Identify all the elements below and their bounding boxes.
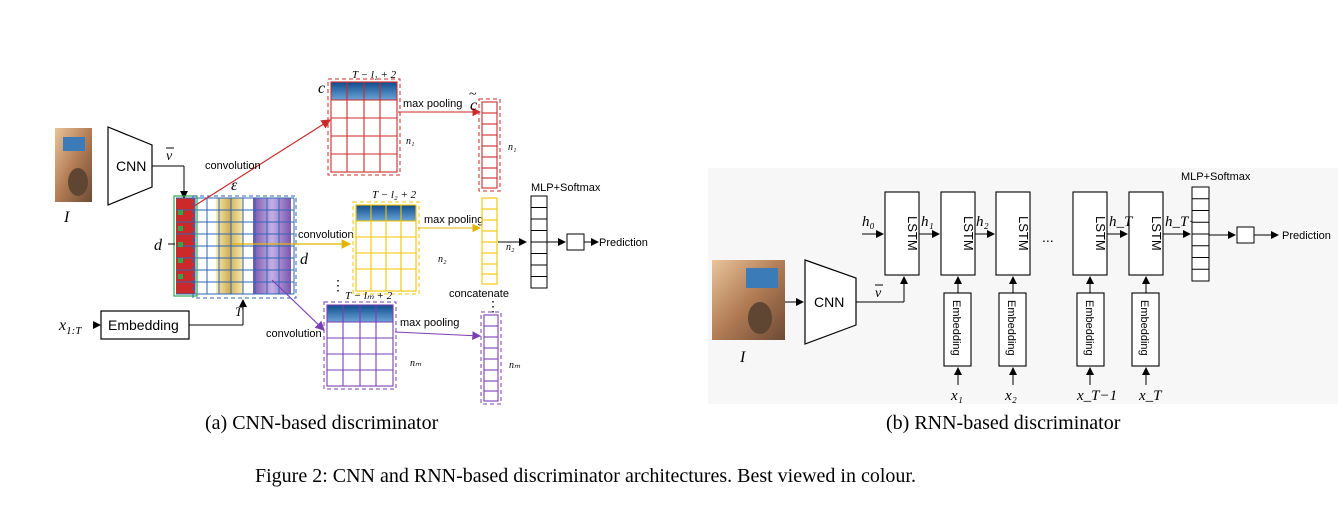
purple-convolution-arrow	[271, 279, 325, 331]
T-label: T	[235, 304, 243, 319]
n-label-yellow-pooled: n₂	[506, 242, 515, 253]
svg-text:Embedding: Embedding	[950, 300, 962, 356]
figure-canvas: I CNN v	[55, 69, 1338, 405]
mlp-label-b: MLP+Softmax	[1181, 171, 1251, 183]
concatenate-label: concatenate	[449, 288, 509, 300]
figure-caption: Figure 2: CNN and RNN-based discriminato…	[255, 465, 916, 487]
mlp-vector-b	[1191, 186, 1210, 282]
ellipsis-pooled: ⋮	[486, 300, 500, 315]
hT-label: h_T	[1109, 214, 1134, 230]
panel-a-cnn-discriminator: I CNN v	[55, 69, 648, 405]
purple-pooled-vector	[480, 311, 502, 405]
output-node-a	[566, 233, 585, 251]
svg-text:LSTM: LSTM	[905, 216, 920, 251]
input-matrix	[173, 195, 297, 299]
prediction-label-a: Prediction	[599, 237, 648, 249]
v-label-b: v	[875, 286, 882, 301]
mlp-vector-a	[530, 195, 548, 289]
h2-label: h₂	[976, 214, 989, 230]
h0-label: h₀	[862, 214, 875, 230]
convolution-label-3: convolution	[266, 328, 322, 340]
svg-text:LSTM: LSTM	[1016, 216, 1031, 251]
c-tilde-label: c	[470, 97, 477, 114]
h1-label: h₁	[921, 214, 934, 230]
ellipsis-maps: ⋮	[331, 279, 345, 294]
svg-text:LSTM: LSTM	[1093, 216, 1108, 251]
output-node-b	[1236, 226, 1255, 244]
n-label-red: n₁	[406, 136, 414, 147]
input-image-b	[712, 260, 785, 340]
epsilon-label: ε	[231, 177, 238, 194]
panel-a-caption: (a) CNN-based discriminator	[205, 412, 439, 434]
embedding-box-b-4: Embedding	[1131, 292, 1160, 367]
input-image-a	[55, 128, 92, 202]
purple-feature-map	[323, 301, 397, 390]
size-label-1: T − l₁ + 2	[352, 69, 397, 81]
embedding-box-b-2: Embedding	[998, 292, 1027, 367]
n-label-purple-pooled: nₘ	[509, 360, 521, 371]
embedding-box-b-1: Embedding	[943, 292, 972, 367]
svg-text:LSTM: LSTM	[1149, 216, 1164, 251]
lstm-cell-2: LSTM	[995, 191, 1031, 276]
maxpool-label-2: max pooling	[424, 214, 483, 226]
size-label-2: T − l₂ + 2	[372, 189, 417, 201]
n-label-red-pooled: n₁	[508, 142, 516, 153]
n-label-purple: nₘ	[410, 358, 422, 369]
lstm-cell-3: LSTM	[1072, 191, 1108, 276]
cnn-block-b	[804, 259, 857, 345]
mlp-label-a: MLP+Softmax	[531, 182, 601, 194]
x-input-label: x1:T	[58, 317, 82, 337]
n-label-yellow: n₂	[438, 254, 447, 265]
lstm-cell-1: LSTM	[940, 191, 976, 276]
d-label-left: d	[154, 237, 163, 254]
embedding-box-b-3: Embedding	[1076, 292, 1105, 367]
yellow-pooled-vector	[481, 197, 498, 285]
red-convolution-arrow	[187, 119, 332, 211]
ellipsis-b: ...	[1042, 229, 1054, 245]
lstm-cell-4: LSTM	[1128, 191, 1164, 276]
xT-label: x_T	[1138, 388, 1163, 404]
svg-text:Embedding: Embedding	[1083, 300, 1095, 356]
svg-text:Embedding: Embedding	[1005, 300, 1017, 356]
maxpool-label-3: max pooling	[400, 317, 459, 329]
maxpool-label-1: max pooling	[403, 98, 462, 110]
purple-maxpool-arrow	[394, 331, 482, 341]
cnn-label-a: CNN	[116, 158, 146, 174]
d-label-right: d	[300, 251, 309, 268]
prediction-label-b: Prediction	[1282, 230, 1331, 242]
svg-text:LSTM: LSTM	[961, 216, 976, 251]
image-label-a: I	[63, 209, 70, 226]
xT-1-label: x_T−1	[1076, 388, 1117, 404]
x1-label: x₁	[950, 388, 963, 404]
size-label-3: T − lₘ + 2	[345, 290, 393, 302]
panel-b-rnn-discriminator: I CNN v LSTM LSTM LSTM LSTM LSTM	[708, 168, 1338, 404]
cnn-block-a	[107, 126, 153, 206]
svg-text:Embedding: Embedding	[1138, 300, 1150, 356]
tilde-mark: ~	[469, 87, 477, 102]
cnn-label-b: CNN	[814, 294, 844, 310]
image-label-b: I	[739, 349, 746, 366]
embedding-to-lstm-arrows	[954, 276, 1150, 385]
yellow-feature-map	[352, 201, 420, 295]
embedding-label-a: Embedding	[108, 317, 179, 333]
panel-b-caption: (b) RNN-based discriminator	[886, 412, 1121, 434]
convolution-label-1: convolution	[205, 160, 261, 172]
x2-label: x₂	[1004, 388, 1017, 404]
red-feature-map	[327, 78, 401, 176]
convolution-label-2: convolution	[298, 229, 354, 241]
red-pooled-vector	[478, 98, 501, 192]
lstm-cell-0: LSTM	[884, 191, 920, 276]
v-label-a: v	[166, 149, 173, 164]
c-label: c	[318, 80, 325, 97]
